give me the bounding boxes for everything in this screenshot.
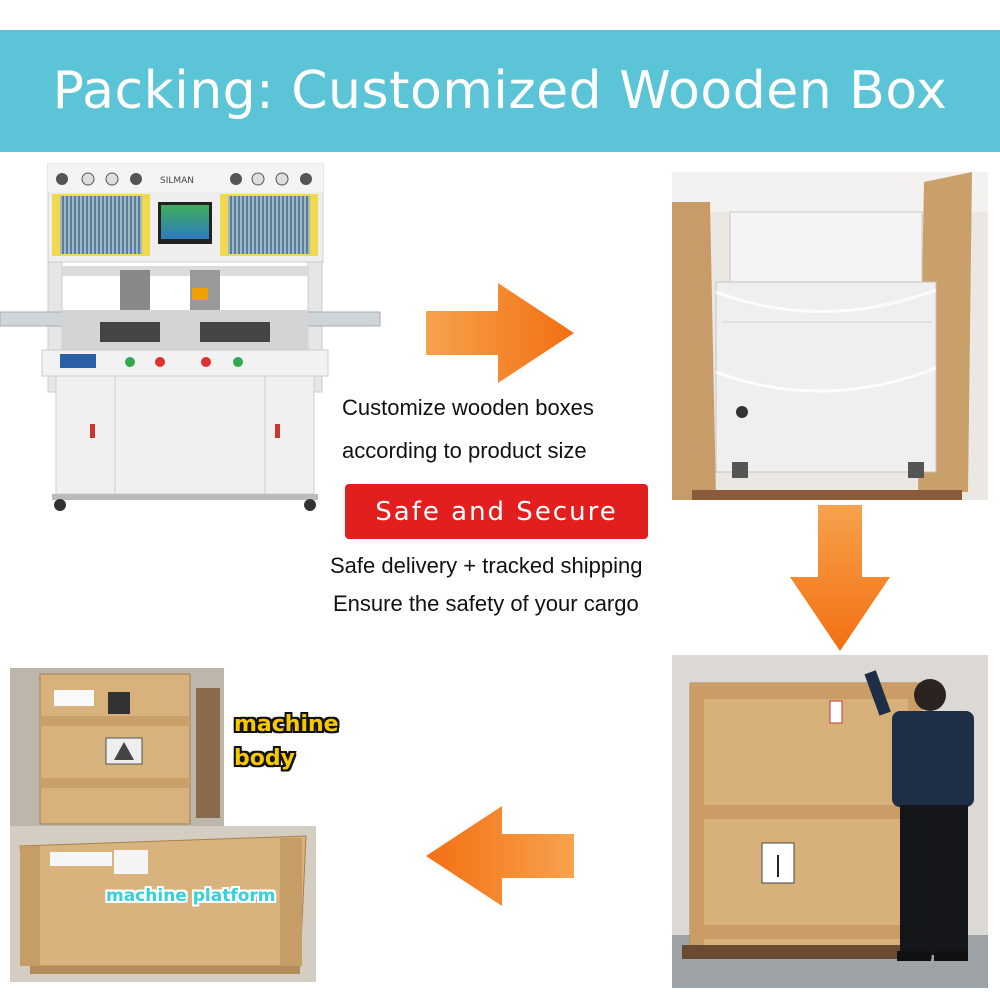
wrapped-machine-photo <box>672 172 988 500</box>
machine-body-box-photo <box>10 668 224 826</box>
description-line-1: Customize wooden boxes <box>342 395 594 420</box>
machine-platform-box-photo <box>10 826 316 982</box>
arrow-down-icon <box>790 505 890 651</box>
machine-body-label-line-2: body <box>234 746 295 771</box>
description-line-4: Ensure the safety of your cargo <box>333 591 639 616</box>
header-banner: Packing: Customized Wooden Box <box>0 30 1000 152</box>
arrow-left-icon <box>426 806 574 906</box>
arrow-right-icon <box>426 283 574 383</box>
safe-secure-badge: Safe and Secure <box>345 484 648 539</box>
description-line-2: according to product size <box>342 438 587 463</box>
page-title: Packing: Customized Wooden Box <box>52 61 948 121</box>
machine-photo: SILMAN <box>0 162 385 517</box>
closed-crate-photo <box>672 655 988 988</box>
machine-platform-label: machine platform <box>106 886 276 906</box>
brand-label: SILMAN <box>160 176 194 186</box>
description-line-3: Safe delivery + tracked shipping <box>330 553 643 578</box>
machine-body-label-line-1: machine <box>234 712 339 737</box>
